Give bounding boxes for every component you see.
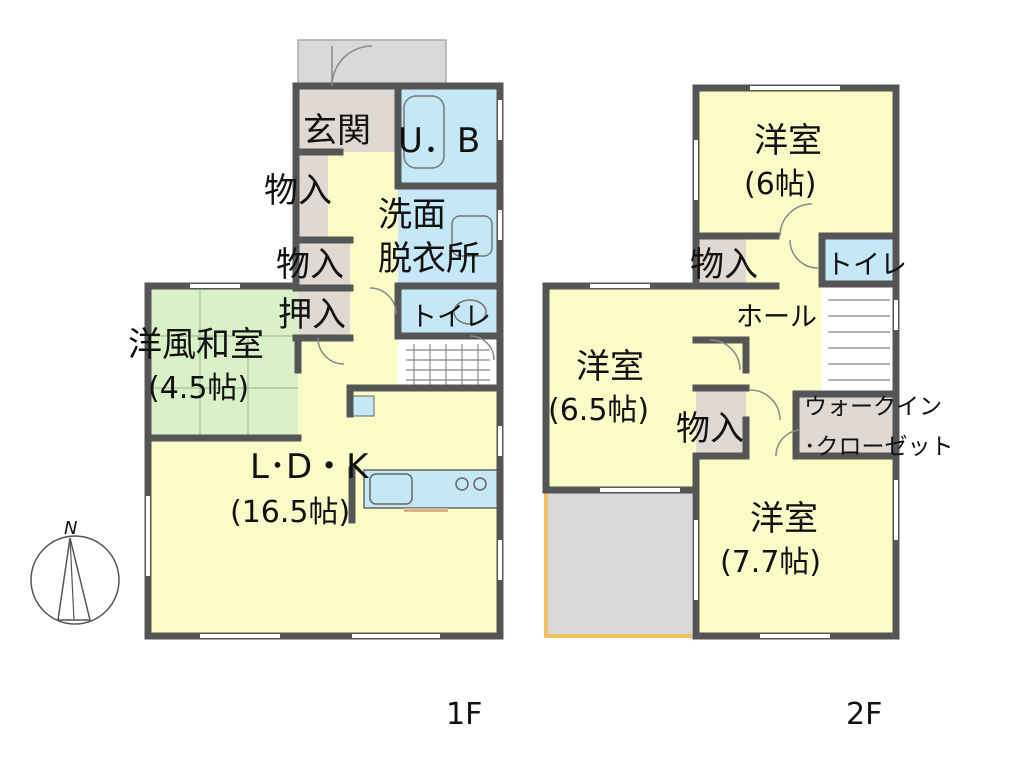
hall-label: ホール [736,302,817,333]
windows-2f [590,86,898,638]
wash-basin [451,215,493,257]
room-c-area [696,456,896,636]
entrance-area [296,86,398,152]
walls-1f [144,82,504,640]
room-b-area-2 [690,340,746,388]
porch [297,39,447,87]
storage-a-area [296,152,328,240]
bath-area [398,86,500,186]
room-c-label: 洋室 [750,499,818,539]
storage-2f-b-label: 物入 [676,409,744,449]
compass: N [30,518,120,625]
doors-2f [709,203,819,457]
toilet-label: トイレ [410,302,491,333]
floor-2-plan: 洋室 (6帖) 物入 トイレ ホール 洋室 (6.5帖) 物入 ウォークイン ･… [542,84,954,640]
floor-2-label: 2F [846,697,882,732]
floor-1-label: 1F [446,697,482,732]
storage-b-area [296,240,350,288]
balcony [546,490,692,636]
washroom-area [398,186,500,286]
stairs-1f [398,336,500,388]
ldk-label: L･D・K [250,447,370,487]
compass-north-label: N [64,518,77,539]
entrance-label: 玄関 [303,111,371,151]
fridge-space [351,395,375,417]
room-a-label: 洋室 [754,121,822,161]
room-b-label: 洋室 [576,347,644,387]
windows-1f [146,100,502,638]
stove-burner [473,477,487,491]
storage-b-label: 物入 [276,245,344,285]
floor-1-plan: 玄関 U．B 物入 洗面 脱衣所 物入 押入 トイレ 洋風和室 (4.5帖) L… [128,39,504,640]
japanese-room-size: (4.5帖) [148,371,249,406]
washroom-label-1: 洗面 [378,195,446,235]
walkin-label-1: ウォークイン [804,394,942,420]
storage-a-label: 物入 [264,171,332,211]
room-c-size: (7.7帖) [720,545,821,580]
room-b-size: (6.5帖) [548,393,649,428]
walkin-area [796,394,896,456]
room-a-area [696,88,896,236]
washroom-label-2: 脱衣所 [378,239,480,279]
bath-label: U．B [398,121,480,161]
kitchen-sink [369,473,413,505]
room-a-size: (6帖) [744,167,817,202]
toilet-area [398,286,500,336]
ldk-size: (16.5帖) [230,495,350,530]
japanese-room-label: 洋風和室 [128,325,264,365]
stairs-2f [822,284,896,394]
doors-1f [317,45,495,365]
walkin-label-2: ･クローゼット [804,434,954,460]
toilet-bowl [453,299,487,325]
room-b-area [546,286,696,490]
balcony-edge [544,490,692,638]
compass-ring [30,535,120,625]
japanese-room-area [148,286,298,438]
bathtub [403,95,445,169]
closet-area [296,288,350,338]
compass-needle-axis [69,537,75,621]
toilet-2f-area [822,236,896,284]
toilet-2f-label: トイレ [826,250,907,281]
storage-2f-b-area [696,388,746,456]
stove-burner [455,477,469,491]
storage-2f-a-label: 物入 [690,245,758,285]
closet-label: 押入 [278,295,346,335]
ldk-area [148,336,500,636]
